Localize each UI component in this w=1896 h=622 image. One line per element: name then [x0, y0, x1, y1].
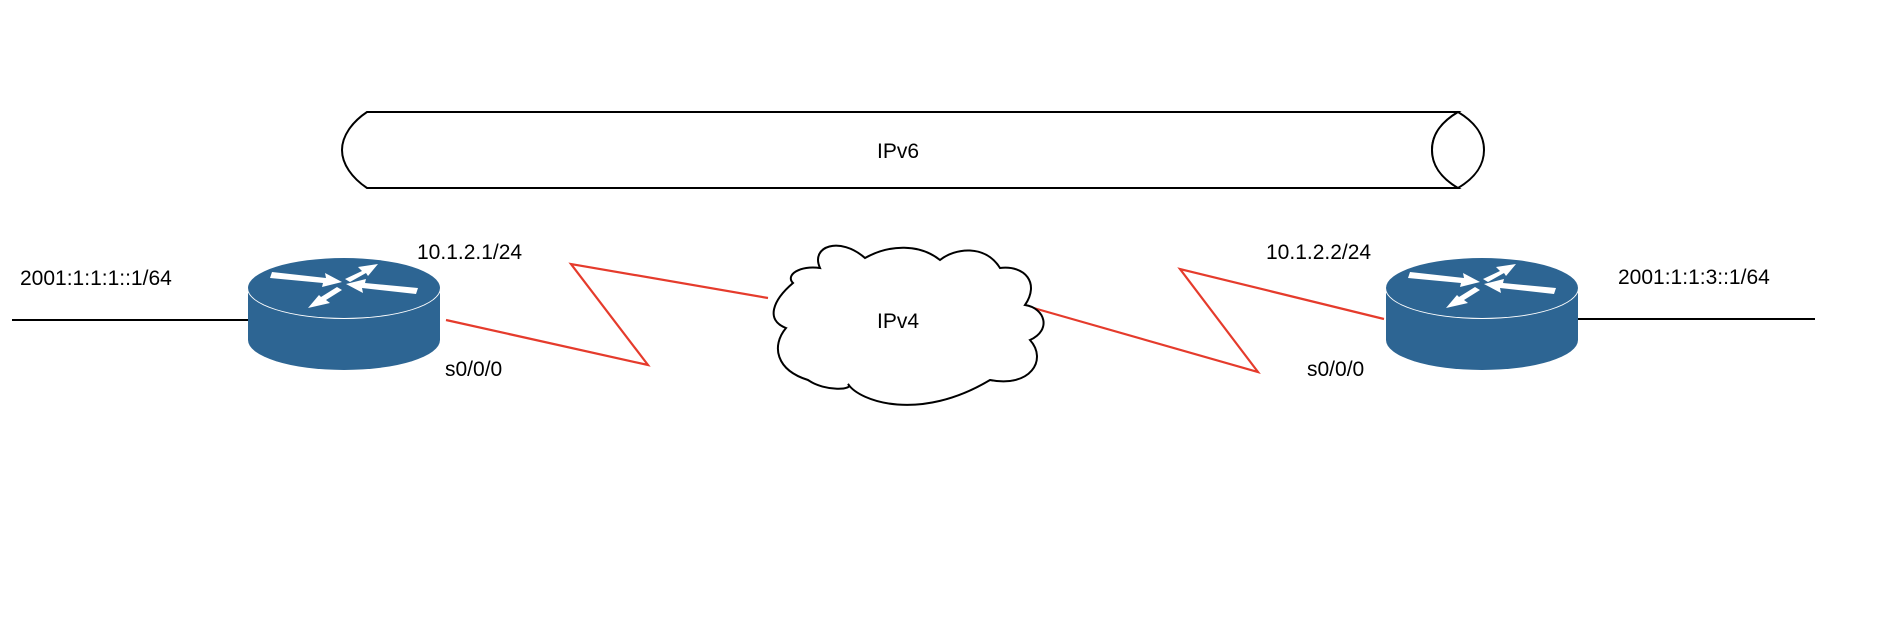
left-serial-interface: s0/0/0 — [445, 358, 502, 381]
router-arrows — [270, 264, 418, 308]
router-icon — [247, 257, 441, 370]
right-serial-link — [1029, 267, 1385, 374]
tunnel-end-cap — [1430, 110, 1486, 190]
right-lan-address: 2001:1:1:3::1/64 — [1618, 266, 1770, 289]
cloud-icon — [772, 244, 1045, 406]
router-icon — [1385, 257, 1579, 370]
cloud-label: IPv4 — [877, 310, 919, 333]
arrow-down-left — [1446, 287, 1480, 308]
ipv6-tunnel: IPv6 — [340, 110, 1486, 190]
router-right — [1385, 257, 1579, 370]
right-serial-interface: s0/0/0 — [1307, 358, 1364, 381]
left-lan-address: 2001:1:1:1::1/64 — [20, 267, 172, 290]
right-serial-address: 10.1.2.2/24 — [1266, 241, 1371, 264]
router-arrows — [1408, 264, 1556, 308]
router-top — [1386, 258, 1578, 318]
arrow-left — [1484, 279, 1556, 294]
router-top — [248, 258, 440, 318]
ipv4-cloud: IPv4 — [772, 244, 1045, 406]
arrow-up-right — [1483, 264, 1516, 282]
left-serial-address: 10.1.2.1/24 — [417, 241, 522, 264]
tunnel-label: IPv6 — [877, 140, 919, 163]
left-serial-link — [445, 262, 769, 367]
arrow-left — [346, 279, 418, 294]
arrow-right — [270, 272, 342, 287]
arrow-up-right — [345, 264, 378, 282]
arrow-down-left — [308, 287, 342, 308]
arrow-right — [1408, 272, 1480, 287]
router-left — [247, 257, 441, 370]
